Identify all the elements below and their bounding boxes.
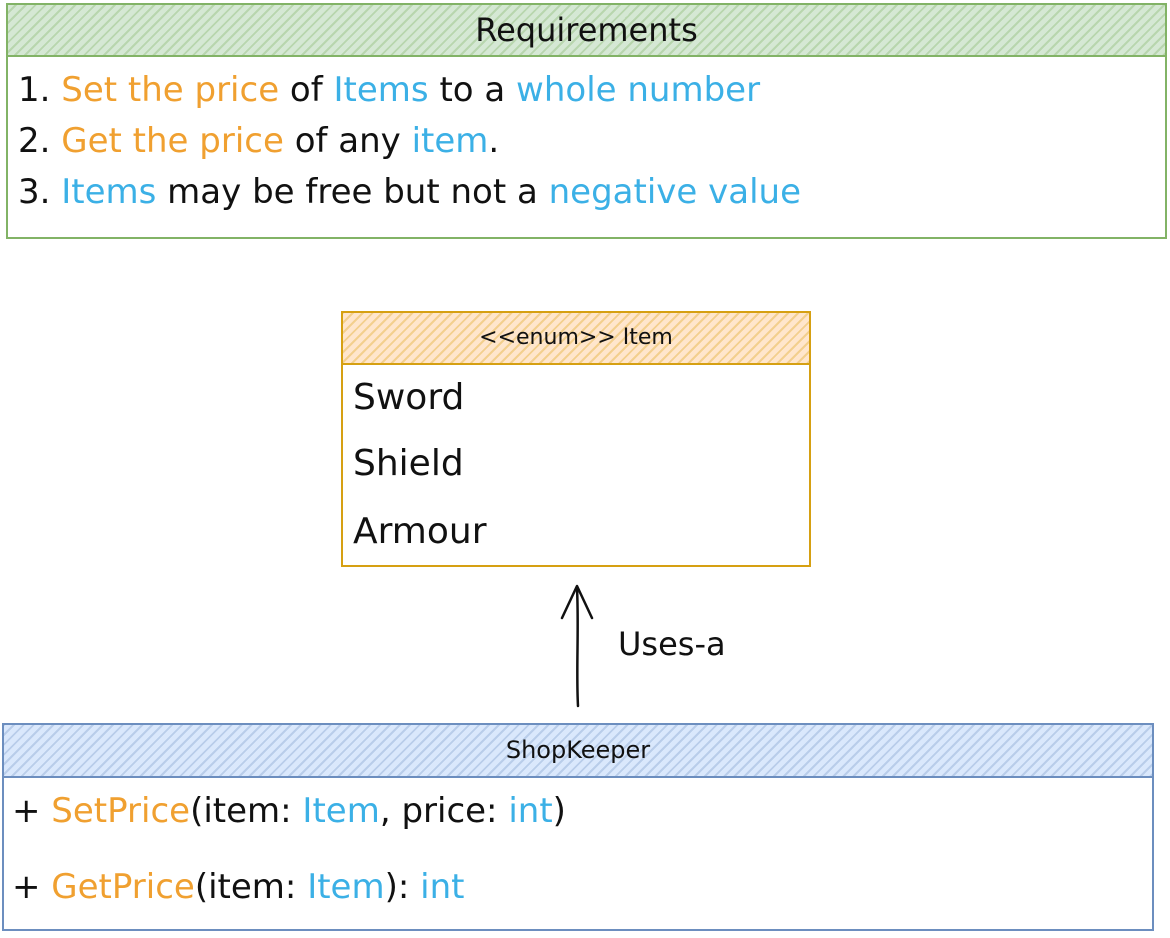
method-getprice: + GetPrice(item: Item): int — [12, 867, 465, 907]
requirement-3: 3. Items may be free but not a negative … — [18, 172, 802, 212]
arrow-shaft — [575, 586, 580, 708]
requirement-2: 2. Get the price of any item. — [18, 121, 500, 161]
relation-label: Uses-a — [618, 625, 726, 663]
enum-value-sword: Sword — [353, 377, 465, 418]
shopkeeper-title: ShopKeeper — [4, 725, 1152, 778]
requirements-title: Requirements — [8, 5, 1165, 57]
method-setprice: + SetPrice(item: Item, price: int) — [12, 791, 566, 831]
enum-item-title: <<enum>> Item — [343, 313, 809, 365]
enum-value-shield: Shield — [353, 443, 464, 484]
enum-value-armour: Armour — [353, 511, 487, 552]
shopkeeper-class-box: ShopKeeper + SetPrice(item: Item, price:… — [2, 723, 1154, 931]
arrow-head — [560, 584, 594, 620]
requirement-1: 1. Set the price of Items to a whole num… — [18, 70, 761, 110]
enum-item-box: <<enum>> Item Sword Shield Armour — [341, 311, 811, 567]
requirements-box: Requirements 1. Set the price of Items t… — [6, 3, 1167, 239]
